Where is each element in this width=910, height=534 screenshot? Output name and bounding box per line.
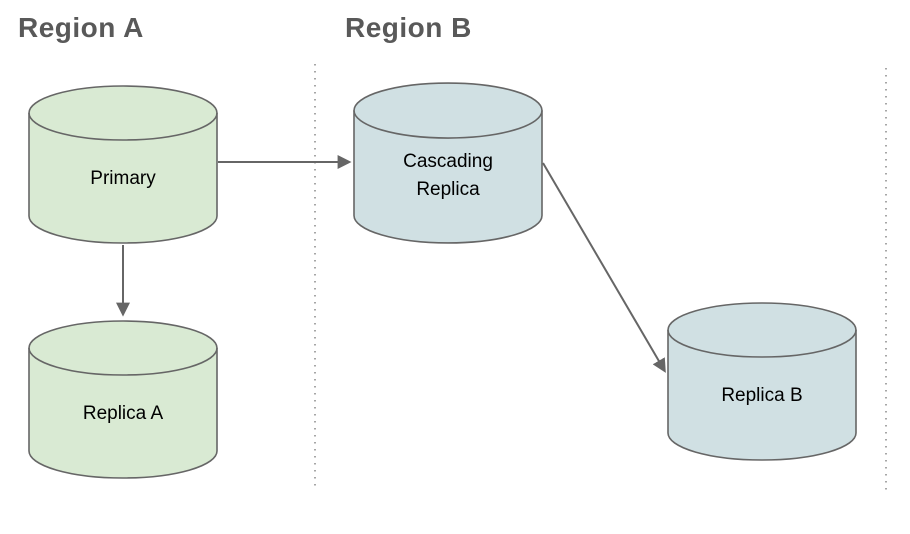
node-cascading-replica-label: Cascading Replica (353, 130, 543, 222)
database-cylinder-icon (353, 82, 543, 244)
database-cylinder-icon (667, 302, 857, 461)
node-replica-b: Replica B (667, 302, 857, 462)
node-replica-a-text: Replica A (82, 403, 164, 425)
node-replica-a-label: Replica A (28, 368, 218, 460)
node-replica-b-label: Replica B (667, 350, 857, 442)
node-replica-a: Replica A (28, 320, 218, 480)
database-cylinder-icon (28, 320, 218, 479)
cylinder-top-edge (667, 329, 857, 358)
node-cascading-replica: Cascading Replica (353, 82, 543, 245)
node-primary-label: Primary (28, 133, 218, 225)
database-cylinder-icon (28, 85, 218, 244)
node-replica-b-text: Replica B (721, 385, 803, 407)
node-primary: Primary (28, 85, 218, 245)
cylinder-top-edge (353, 110, 543, 139)
node-primary-text: Primary (90, 168, 156, 190)
region-b-label: Region B (345, 12, 472, 43)
node-cascading-replica-text: Cascading Replica (403, 151, 493, 200)
arrow-cascading-replica-to-replica-b (542, 162, 666, 373)
region-a-label: Region A (18, 12, 144, 43)
cylinder-top-edge (28, 112, 218, 141)
cylinder-top-edge (28, 347, 218, 376)
